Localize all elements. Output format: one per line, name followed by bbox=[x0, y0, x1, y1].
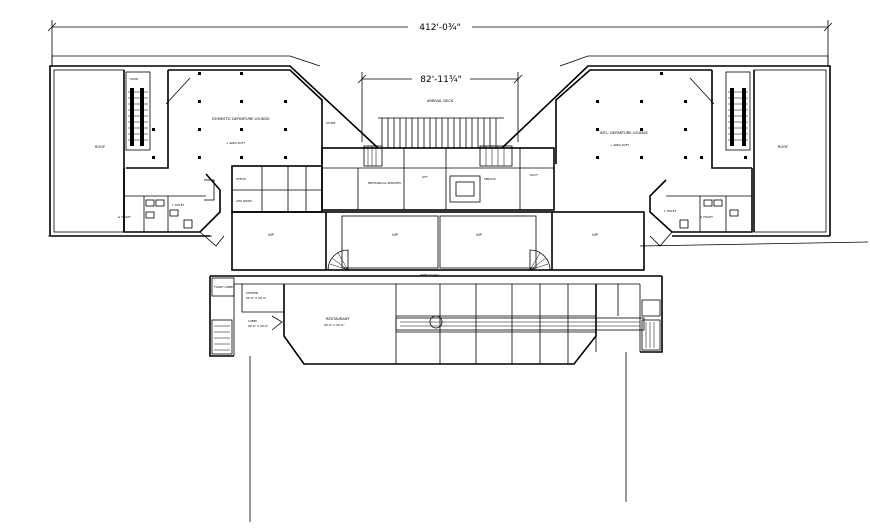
left-core-stair bbox=[214, 325, 230, 351]
left-stair-treads bbox=[128, 91, 148, 141]
lobby-area: 00'-0" X 00'-0" bbox=[248, 324, 269, 328]
center-dimension-text: 82'-11¾" bbox=[420, 75, 462, 85]
lift-label: LIFT bbox=[422, 175, 428, 179]
service-label: SERVICE bbox=[484, 177, 496, 181]
right-columns bbox=[596, 72, 747, 159]
left-lounge-area: + AREA SQFT bbox=[226, 141, 245, 145]
vip-2-label: VIP bbox=[392, 233, 399, 237]
vip-3-label: VIP bbox=[476, 233, 483, 237]
arrival-deck-label: ARRIVAL DECK bbox=[427, 99, 454, 103]
overall-dimension: 412'-0¾" bbox=[47, 20, 833, 66]
left-wing: ROOF STAIR DOMESTIC DEPARTURE LOUNGE + A… bbox=[49, 65, 379, 247]
toilet-left-label: & TOILET bbox=[118, 215, 131, 219]
restaurant-label: RESTAURANT bbox=[326, 317, 351, 321]
site-lines bbox=[48, 235, 869, 522]
overall-dimension-text: 412'-0¾" bbox=[419, 23, 461, 33]
vip-1-label: VIP bbox=[268, 233, 275, 237]
restaurant-area: 00'-0" X 00'-0" bbox=[324, 323, 345, 327]
mechanical-services-label: MECHANICAL SERVICES bbox=[368, 181, 401, 185]
duct-label: DUCT bbox=[530, 173, 538, 177]
toilet-left-label-2: L TOILET bbox=[172, 203, 185, 207]
right-lounge-label: INTL. DEPARTURE LOUNGE bbox=[600, 131, 648, 135]
kitchen-area: 00'-0" X 00'-0" bbox=[246, 296, 267, 300]
roof-left-label: ROOF bbox=[95, 145, 105, 149]
corridor-hatch bbox=[400, 321, 640, 327]
center-dimension: 82'-11¾" ARRIVAL DECK bbox=[357, 72, 523, 142]
roof-right-label: ROOF bbox=[778, 145, 788, 149]
left-stair-label: STAIR bbox=[130, 77, 138, 81]
store-label: STORE bbox=[326, 121, 336, 125]
right-lounge-area: + AREA SQFT bbox=[610, 143, 629, 147]
right-core-stair bbox=[645, 322, 655, 348]
toilet-lobby-label: TOILET LOBBY bbox=[213, 285, 234, 289]
vip-4-label: VIP bbox=[592, 233, 599, 237]
arrival-deck-louvres bbox=[378, 117, 504, 149]
toilet-right-label-2: L TOILET bbox=[664, 209, 677, 213]
right-stair-treads bbox=[728, 91, 748, 141]
office-label: OFFICE bbox=[236, 177, 246, 181]
spiral-stair-left bbox=[327, 249, 349, 271]
central-block: MECHANICAL SERVICES LIFT SERVICE DUCT ST… bbox=[209, 117, 663, 365]
left-lounge-label: DOMESTIC DEPARTURE LOUNGE bbox=[212, 117, 270, 121]
roof-edge bbox=[51, 55, 829, 67]
kitchen-label: KITCHEN bbox=[246, 291, 258, 295]
lobby-label: LOBBY bbox=[248, 319, 257, 323]
toilet-right-label: & TOILET bbox=[700, 215, 713, 219]
core-stair-treads bbox=[367, 146, 505, 166]
open-to-sky-label: OPEN TO SKY bbox=[420, 273, 439, 277]
left-columns bbox=[152, 72, 287, 159]
spiral-stair-right bbox=[529, 249, 551, 271]
ahu-room-label: AHU ROOM bbox=[236, 199, 252, 203]
